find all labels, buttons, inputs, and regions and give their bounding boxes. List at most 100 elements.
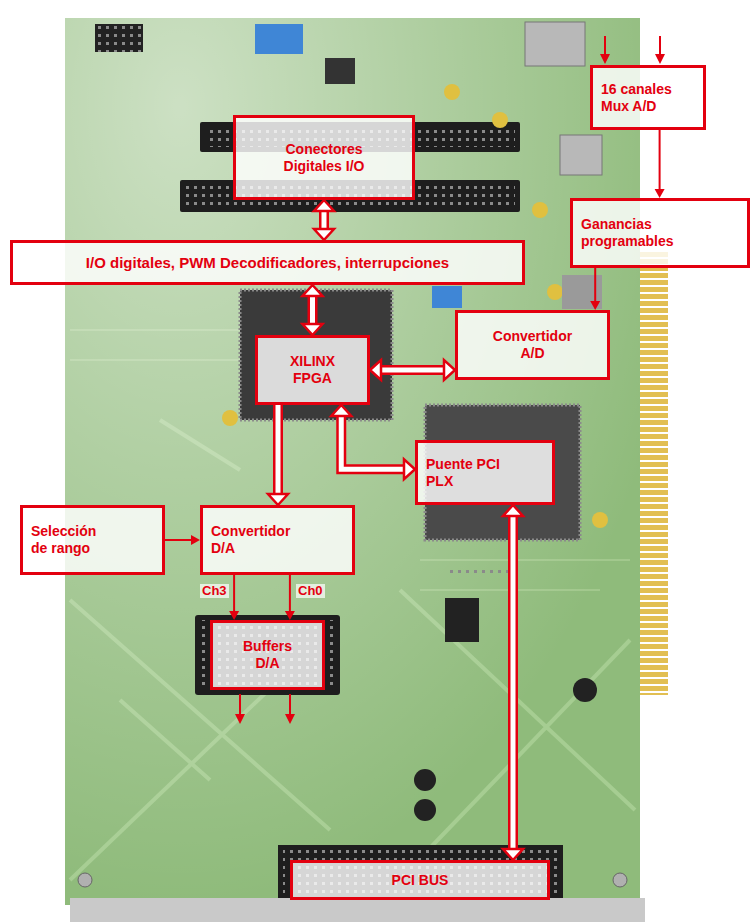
signal-arrow [590, 268, 600, 310]
annotation-box: I/O digitales, PWM Decodificadores, inte… [10, 240, 525, 285]
text-wrap: Convertidor D/A [211, 523, 311, 557]
annotation-box: Convertidor A/D [455, 310, 610, 380]
box-label: Conectores Digitales I/O [269, 141, 379, 175]
da-connector [195, 615, 340, 695]
da-connector-pins [200, 620, 335, 690]
bus-arrowhead [303, 324, 323, 335]
bus-core [511, 515, 516, 850]
annotation-box: Conectores Digitales I/O [233, 115, 415, 200]
inductor [525, 22, 585, 66]
signal-arrow [655, 130, 665, 198]
box-label: Convertidor A/D [483, 328, 583, 362]
bus-core [341, 415, 405, 469]
signal-arrow [285, 575, 295, 620]
input-arrowhead [600, 54, 665, 64]
metal-bracket [70, 898, 645, 922]
electrolytic-capacitor [414, 799, 436, 821]
bus-arrow [268, 405, 288, 505]
fpga-chip [240, 290, 392, 420]
bus-arrowhead [444, 360, 455, 380]
test-pins [450, 565, 510, 573]
inductor [560, 135, 602, 175]
channel-label: Ch3 [200, 584, 229, 598]
box-label: Buffers D/A [235, 638, 300, 672]
signal-line [233, 575, 235, 612]
bus-arrow [370, 360, 455, 380]
text-wrap: Conectores Digitales I/O [269, 141, 379, 175]
dip-switch [255, 24, 303, 54]
dip-chip [445, 598, 479, 642]
bus-arrowhead [503, 505, 523, 516]
bus-core [322, 210, 327, 230]
bus-arrow [314, 200, 334, 240]
signal-line [594, 268, 596, 302]
text-wrap: Ganancias programables [581, 216, 691, 250]
output-wire [240, 694, 290, 716]
box-label: 16 canales Mux A/D [601, 81, 691, 115]
bus-arrowhead [314, 229, 334, 240]
capacitor [532, 202, 548, 218]
bus-arrow [303, 285, 323, 335]
capacitor [592, 512, 608, 528]
bus-core [276, 405, 281, 495]
bus-outline [380, 365, 445, 375]
output-arrowhead [235, 714, 295, 724]
bus-arrow [503, 505, 523, 860]
annotation-box: 16 canales Mux A/D [590, 65, 706, 130]
box-label: XILINX FPGA [275, 353, 350, 387]
annotation-box: Convertidor D/A [200, 505, 355, 575]
bus-outline [308, 295, 318, 325]
bus-outline [341, 415, 405, 469]
bus-arrowhead [303, 285, 323, 296]
pci-edge-connector [640, 250, 668, 695]
bus-arrowhead [370, 360, 381, 380]
signal-arrowhead [229, 611, 239, 620]
bus-core [380, 368, 445, 373]
bus-arrowhead [331, 405, 351, 416]
pcb-board [65, 18, 640, 905]
electrolytic-capacitor [573, 678, 597, 702]
signal-line [165, 539, 192, 541]
annotation-box: Selección de rango [20, 505, 165, 575]
signal-arrow [229, 575, 239, 620]
input-wire [605, 36, 660, 56]
electrolytic-capacitor [414, 769, 436, 791]
signal-arrowhead [655, 189, 665, 198]
bus-outline [319, 210, 329, 230]
screw [613, 873, 627, 887]
annotation-box: XILINX FPGA [255, 335, 370, 405]
annotation-box: Buffers D/A [210, 620, 325, 690]
signal-line [659, 130, 661, 190]
capacitor [547, 284, 563, 300]
box-label: Selección de rango [31, 523, 116, 557]
bus-arrowhead [268, 494, 288, 505]
bus-outline [273, 405, 283, 495]
signal-arrowhead [191, 535, 200, 545]
box-label: Ganancias programables [581, 216, 691, 250]
bus-outline [508, 515, 518, 850]
annotation-box: Ganancias programables [570, 198, 750, 268]
pin-header-pins [95, 24, 143, 52]
text-wrap: Buffers D/A [235, 638, 300, 672]
photo-wash [65, 18, 640, 905]
bus-arrow [331, 405, 415, 479]
signal-line [289, 575, 291, 612]
bus-core [310, 295, 315, 325]
bus-arrowhead [314, 200, 334, 211]
box-label: I/O digitales, PWM Decodificadores, inte… [86, 254, 449, 272]
signal-arrowhead [590, 301, 600, 310]
bus-arrowhead [404, 459, 415, 479]
bus-arrowhead [503, 849, 523, 860]
dip-switch [432, 286, 462, 308]
text-wrap: 16 canales Mux A/D [601, 81, 691, 115]
pin-header [95, 24, 143, 52]
signal-arrow [165, 535, 200, 545]
box-label: Convertidor D/A [211, 523, 311, 557]
screw [78, 873, 92, 887]
capacitor [492, 112, 508, 128]
text-wrap: Puente PCI PLX [426, 456, 521, 490]
box-label: PCI BUS [392, 872, 449, 889]
text-wrap: I/O digitales, PWM Decodificadores, inte… [86, 254, 449, 272]
box-label: Puente PCI PLX [426, 456, 521, 490]
